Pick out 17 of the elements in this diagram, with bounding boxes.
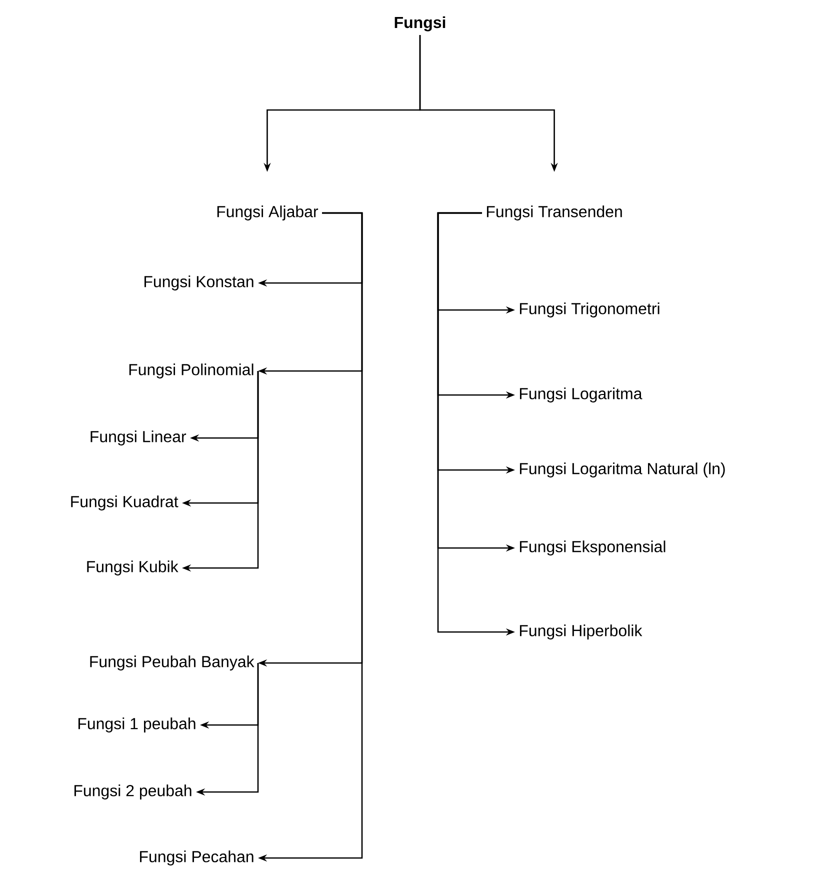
node-label: Fungsi Kuadrat — [71, 496, 178, 510]
node-label: Fungsi Logaritma — [520, 388, 642, 402]
node-label: Fungsi Transenden — [486, 206, 622, 220]
node-label: Fungsi Hiperbolik — [520, 624, 642, 640]
node-label: Fungsi Polinomial — [129, 364, 254, 378]
node-label: Fungsi Konstan — [144, 276, 254, 290]
node-label: Fungsi Pecahan — [140, 850, 254, 866]
node-label: Fungsi 2 peubah — [74, 784, 192, 800]
title-label: Fungsi — [394, 16, 446, 32]
node-label: Fungsi Eksponensial — [520, 540, 666, 556]
node-label: Fungsi Aljabar — [217, 206, 318, 220]
node-label: Fungsi Linear — [90, 430, 186, 446]
node-label: Fungsi Peubah Banyak — [90, 656, 254, 670]
node-label: Fungsi Logaritma Natural (ln) — [520, 462, 725, 478]
node-label: Fungsi Kubik — [87, 560, 178, 576]
node-label: Fungsi Trigonometri — [520, 302, 660, 318]
node-label: Fungsi 1 peubah — [78, 718, 196, 732]
